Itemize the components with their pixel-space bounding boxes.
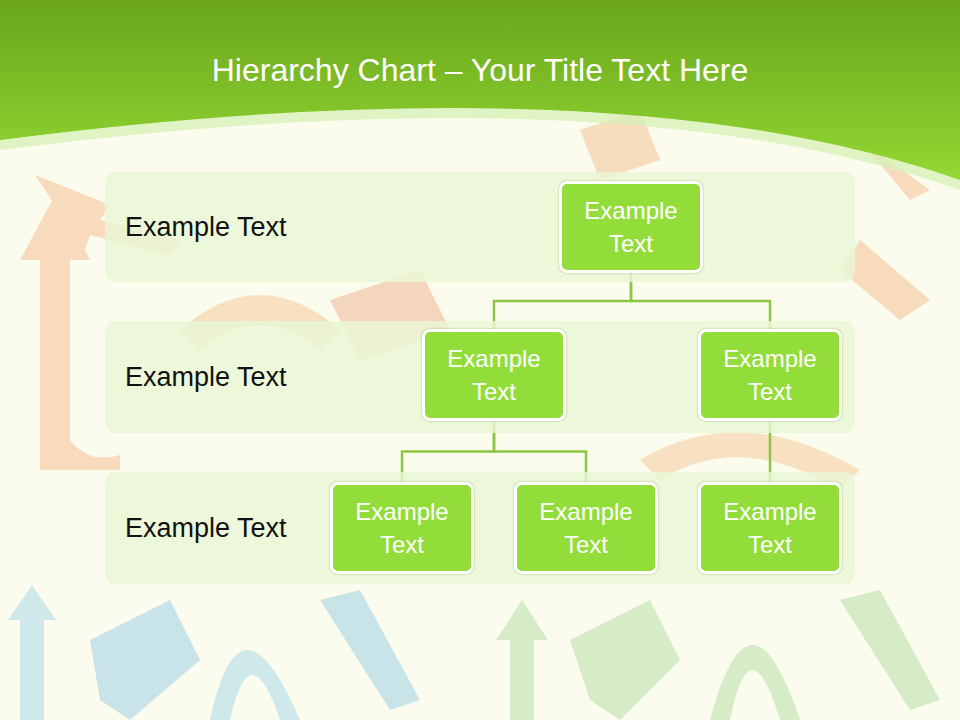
level-band: Example Text Example Text Example Text Exam… xyxy=(105,472,855,584)
org-box: Example Text xyxy=(330,482,474,574)
arrow-pattern xyxy=(8,585,940,720)
org-box: Example Text xyxy=(514,482,658,574)
org-box: Example Text xyxy=(422,329,566,421)
box-label: Example Text xyxy=(562,194,700,260)
box-label: Example Text xyxy=(333,495,471,561)
box-label: Example Text xyxy=(517,495,655,561)
box-label: Example Text xyxy=(701,495,839,561)
slide-title: Hierarchy Chart – Your Title Text Here xyxy=(0,52,960,89)
level-label: Example Text xyxy=(125,513,287,544)
level-band: Example Text Example Text xyxy=(105,172,855,282)
box-label: Example Text xyxy=(425,342,563,408)
org-box: Example Text xyxy=(559,181,703,273)
arrow-pattern xyxy=(20,110,930,490)
org-box: Example Text xyxy=(698,482,842,574)
box-label: Example Text xyxy=(701,342,839,408)
level-label: Example Text xyxy=(125,362,287,393)
org-box: Example Text xyxy=(698,329,842,421)
level-band: Example Text Example Text Example Text xyxy=(105,321,855,433)
level-label: Example Text xyxy=(125,212,287,243)
